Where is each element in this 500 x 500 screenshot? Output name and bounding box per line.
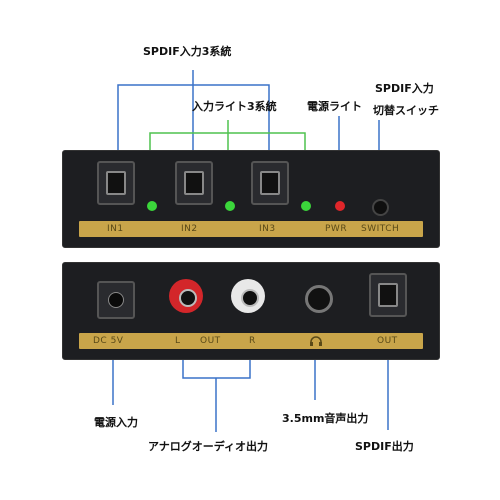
back-panel: DC 5V L OUT R OUT bbox=[62, 262, 440, 360]
callout-analog-output: アナログオーディオ出力 bbox=[148, 440, 269, 453]
toslink-in1-port bbox=[97, 161, 135, 205]
callout-switch-line1: SPDIF入力 bbox=[375, 82, 434, 95]
toslink-in3-port bbox=[251, 161, 289, 205]
callout-power-light: 電源ライト bbox=[307, 100, 362, 113]
led-in3-icon bbox=[301, 201, 311, 211]
label-r: R bbox=[249, 336, 256, 346]
callout-input-light: 入力ライト3系統 bbox=[192, 100, 277, 113]
callout-jack-output: 3.5mm音声出力 bbox=[282, 412, 369, 425]
callout-spdif-input: SPDIF入力3系統 bbox=[143, 45, 232, 58]
label-in2: IN2 bbox=[181, 224, 198, 234]
toslink-out-port bbox=[369, 273, 407, 317]
back-label-strip bbox=[79, 333, 423, 349]
label-l: L bbox=[175, 336, 181, 346]
led-in1-icon bbox=[147, 201, 157, 211]
jack-35mm-port bbox=[305, 285, 333, 313]
front-label-strip bbox=[79, 221, 423, 237]
rca-right-port bbox=[231, 279, 265, 313]
label-switch: SWITCH bbox=[361, 224, 400, 234]
label-in1: IN1 bbox=[107, 224, 124, 234]
callout-switch-line2: 切替スイッチ bbox=[373, 104, 439, 117]
label-dc5v: DC 5V bbox=[93, 336, 124, 346]
label-out-optical: OUT bbox=[377, 336, 398, 346]
callout-spdif-output: SPDIF出力 bbox=[355, 440, 414, 453]
dc-power-jack bbox=[97, 281, 135, 319]
led-in2-icon bbox=[225, 201, 235, 211]
label-out-analog: OUT bbox=[200, 336, 221, 346]
toslink-in2-port bbox=[175, 161, 213, 205]
rca-left-port bbox=[169, 279, 203, 313]
callout-power-input: 電源入力 bbox=[94, 416, 138, 429]
front-panel: IN1 IN2 IN3 PWR SWITCH bbox=[62, 150, 440, 248]
label-in3: IN3 bbox=[259, 224, 276, 234]
headphone-icon bbox=[310, 336, 322, 346]
led-power-icon bbox=[335, 201, 345, 211]
switch-button[interactable] bbox=[372, 199, 389, 216]
label-pwr: PWR bbox=[325, 224, 348, 234]
